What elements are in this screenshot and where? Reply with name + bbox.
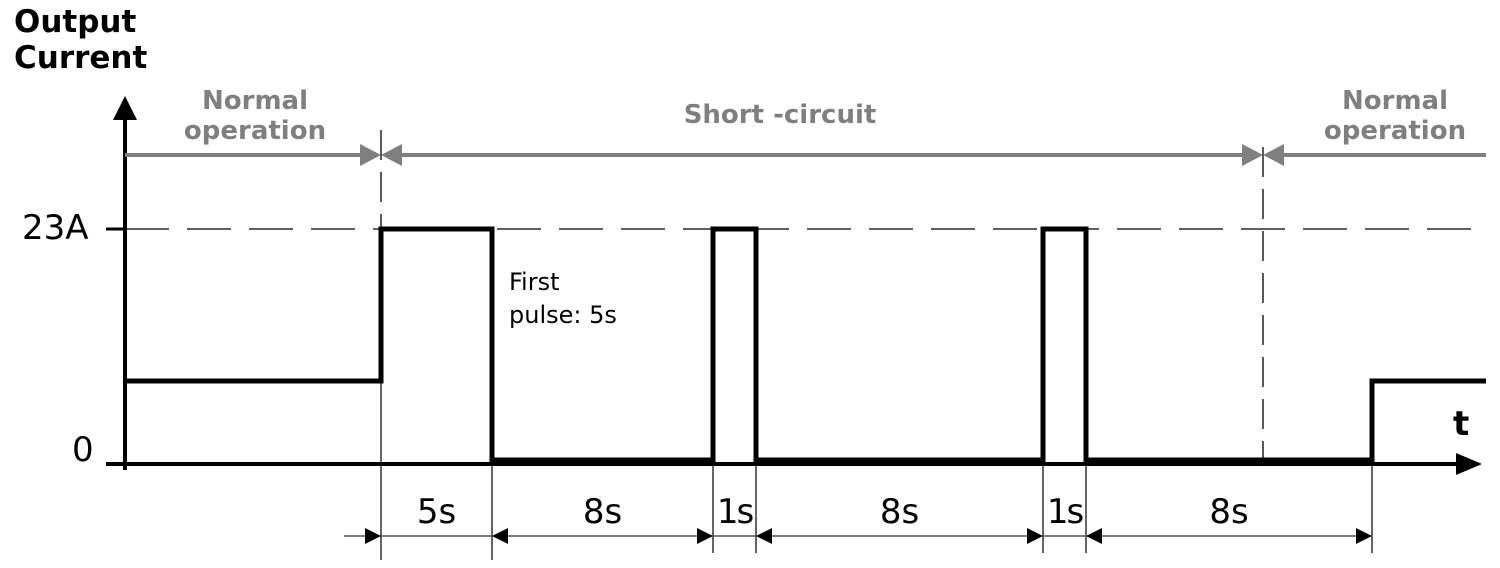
x-axis xyxy=(106,453,1482,475)
duration-guides xyxy=(380,381,1373,560)
y-axis-arrow-icon xyxy=(113,96,137,120)
phase-label-short-circuit: Short -circuit xyxy=(600,100,960,130)
output-current-waveform xyxy=(125,226,1486,463)
x-axis-label: t xyxy=(1453,404,1470,444)
phase-arrows xyxy=(125,144,1486,166)
phase-label-normal-start: Normal operation xyxy=(150,86,360,146)
duration-label: 8s xyxy=(1209,492,1249,532)
y-axis xyxy=(113,96,137,470)
phase-line: operation xyxy=(1323,116,1467,146)
phase-line: Short -circuit xyxy=(683,100,877,130)
title-line-2: Current xyxy=(14,40,148,76)
duration-label: 8s xyxy=(582,492,623,532)
title-line-1: Output xyxy=(14,4,137,40)
x-axis-arrow-icon xyxy=(1456,453,1482,475)
annotation-line: pulse: 5s xyxy=(509,301,617,329)
duration-label: 8s xyxy=(879,492,920,532)
phase-line: operation xyxy=(183,116,327,146)
annotation-line: First xyxy=(509,268,560,296)
duration-label: 1s xyxy=(716,492,754,532)
y-label-23a: 23A xyxy=(22,208,89,248)
y-label-zero: 0 xyxy=(72,430,94,470)
phase-line: Normal xyxy=(202,86,308,116)
y-axis-title: Output Current xyxy=(14,4,147,76)
phase-label-normal-end: Normal operation xyxy=(1290,86,1500,146)
duration-label: 5s xyxy=(416,492,457,532)
first-pulse-annotation: First pulse: 5s xyxy=(509,266,617,332)
phase-line: Normal xyxy=(1342,86,1448,116)
duration-dimension-arrows xyxy=(344,528,1372,544)
duration-label: 1s xyxy=(1046,492,1084,532)
